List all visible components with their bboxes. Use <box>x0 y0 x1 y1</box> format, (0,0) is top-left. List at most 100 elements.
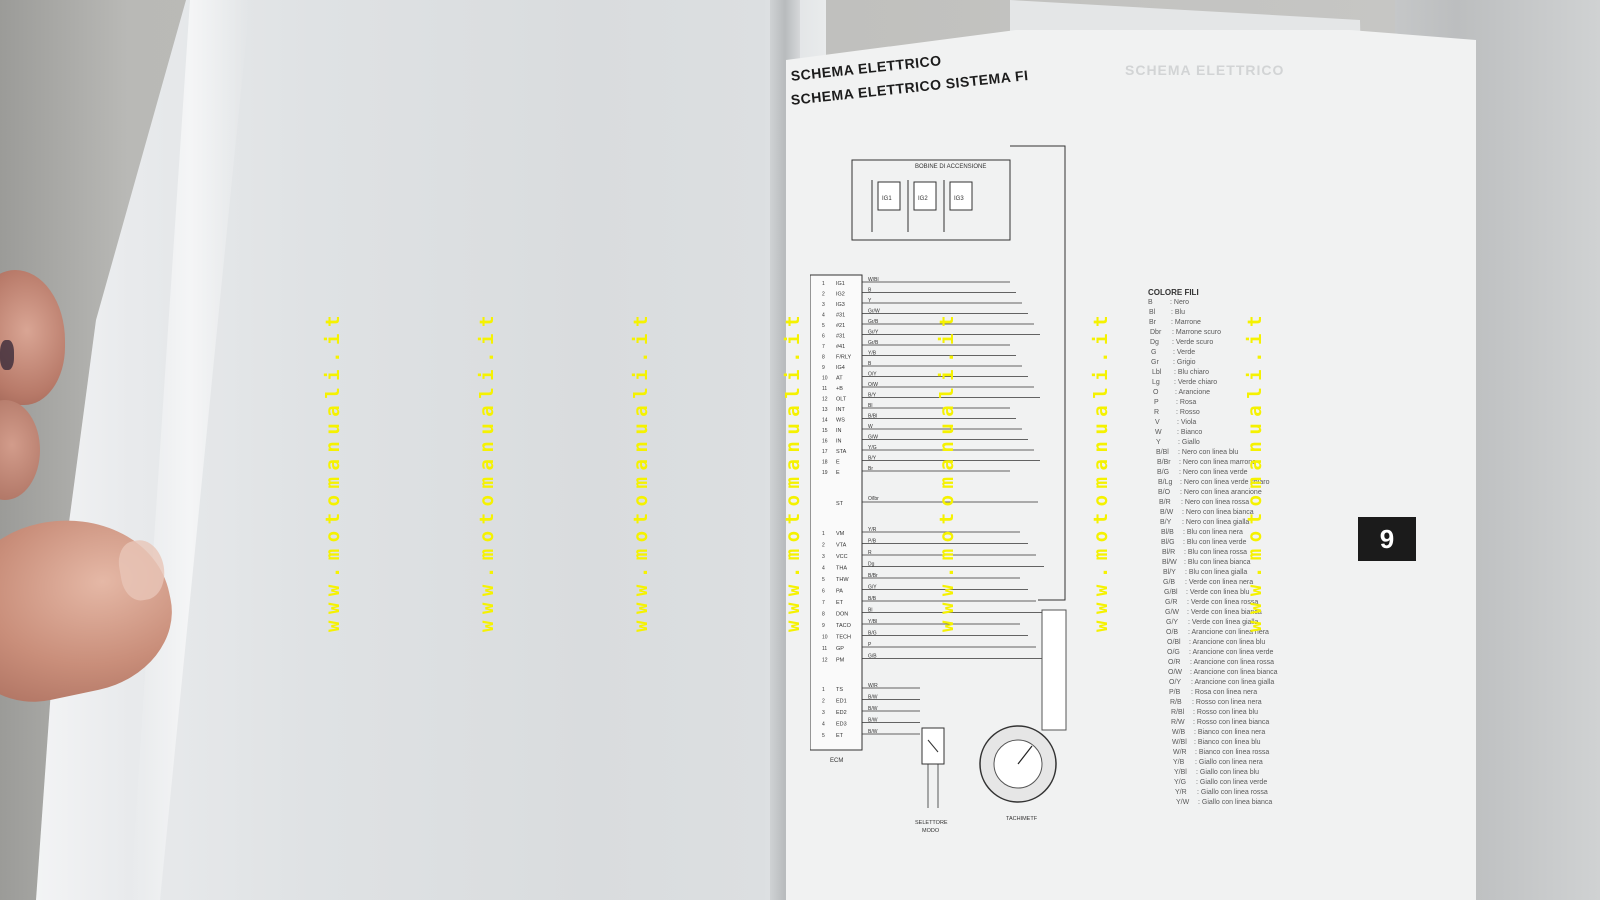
pin-number: 10 <box>822 376 828 382</box>
watermark-text: www.motomanuali.it <box>630 262 654 632</box>
wire-color-code: O/lbr <box>868 496 879 502</box>
legend-code: R/Bl <box>1171 709 1185 716</box>
pin-number: 1 <box>822 531 825 537</box>
wire-color-code: B/W <box>868 695 878 701</box>
legend-entry: B/Lg: Nero con linea verde chiaro <box>1158 478 1348 488</box>
legend-code: B/Y <box>1160 519 1172 526</box>
legend-code: O/W <box>1168 669 1182 676</box>
legend-code: B <box>1148 299 1153 306</box>
legend-entry: G/Y: Verde con linea gialla <box>1166 618 1348 628</box>
ecm-label: ECM <box>830 758 843 764</box>
legend-entry: Y/G: Giallo con linea verde <box>1174 778 1348 788</box>
tachometer-needle <box>1017 745 1033 765</box>
ecm-pin-label: #31 <box>836 334 845 340</box>
legend-entry: Y/R: Giallo con linea rossa <box>1175 788 1348 798</box>
ecm-pin-label: ET <box>836 600 844 606</box>
pin-number: 10 <box>822 635 828 641</box>
ecm-pin-label: STA <box>836 449 847 455</box>
selector-label: MODO <box>922 828 940 834</box>
wire-color-code: Gr/B <box>868 319 879 325</box>
wire-color-code: G/W <box>868 435 878 441</box>
legend-color-name: : Verde <box>1173 349 1196 356</box>
legend-color-name: : Rosso con linea bianca <box>1193 719 1270 726</box>
legend-color-name: : Bianco con linea rossa <box>1195 749 1270 756</box>
wire-color-code: Gr/B <box>868 340 879 346</box>
legend-color-name: : Arancione con linea verde <box>1189 649 1274 656</box>
wire-color-code: B/B <box>868 596 877 602</box>
legend-entry: G/B: Verde con linea nera <box>1163 578 1348 588</box>
legend-color-name: : Grigio <box>1173 359 1196 366</box>
legend-code: B/Lg <box>1158 479 1173 486</box>
watermark-text: www.motomanuali.it <box>1244 262 1268 632</box>
ecm-pin-label: THA <box>836 566 847 572</box>
wire-color-code: G/Y <box>868 585 877 591</box>
ecm-pin-label: IG1 <box>836 281 845 287</box>
legend-code: Y/W <box>1176 799 1190 806</box>
right-page <box>786 30 1476 900</box>
pin-number: 17 <box>822 449 828 455</box>
legend-color-name: : Giallo con linea nera <box>1195 759 1263 766</box>
legend-code: Lg <box>1152 379 1160 386</box>
ink-mark <box>0 340 14 370</box>
pin-number: 2 <box>822 292 825 298</box>
legend-color-name: : Blu con linea nera <box>1183 529 1243 536</box>
legend-entry: Y: Giallo <box>1156 438 1348 448</box>
legend-entry: W/R : Bianco con linea rossa <box>1173 748 1348 758</box>
wire-loop <box>1010 145 1066 601</box>
legend-code: Bl/B <box>1161 529 1174 536</box>
legend-code: B/Br <box>1157 459 1171 466</box>
legend-color-name: : Giallo <box>1178 439 1200 446</box>
legend-entry: Bl/W: Blu con linea bianca <box>1162 558 1348 568</box>
wire-color-code: Br <box>868 466 873 472</box>
legend-code: W <box>1155 429 1162 436</box>
legend-color-name: : Rosso <box>1176 409 1200 416</box>
legend-color-name: : Verde con linea nera <box>1185 579 1254 586</box>
ecm-pin-label: ED3 <box>836 722 847 728</box>
ecm-pin-label: ED1 <box>836 699 847 705</box>
wire-color-code: Y <box>868 298 872 304</box>
ecm-pin-label: +B <box>836 386 843 392</box>
wire-color-code: B/Bl <box>868 414 877 420</box>
legend-entry: O/Y: Arancione con linea gialla <box>1169 678 1348 688</box>
legend-entry: R/B: Rosso con linea nera <box>1170 698 1348 708</box>
chapter-tab: 9 <box>1358 517 1416 561</box>
legend-color-name: : Nero con linea arancione <box>1180 489 1262 496</box>
legend-entry: O/B: Arancione con linea nera <box>1166 628 1348 638</box>
pin-number: 15 <box>822 428 828 434</box>
watermark-text: www.motomanuali.it <box>476 262 500 632</box>
legend-color-name: : Arancione con linea rossa <box>1190 659 1275 666</box>
legend-code: W/R <box>1173 749 1187 756</box>
pin-number: 3 <box>822 554 825 560</box>
ecm-pin-label: OLT <box>836 397 847 403</box>
pin-number: 8 <box>822 612 825 618</box>
wire-color-code: O/Y <box>868 372 877 378</box>
pin-number: 4 <box>822 722 825 728</box>
pin-number: 8 <box>822 355 825 361</box>
legend-color-name: : Arancione con linea bianca <box>1190 669 1278 676</box>
ecm-pin-label: #31 <box>836 313 845 319</box>
legend-entry: Bl/Y: Blu con linea gialla <box>1163 568 1348 578</box>
pin-number: 4 <box>822 566 825 572</box>
ignition-coil <box>877 181 901 211</box>
legend-entry: R/W: Rosso con linea bianca <box>1171 718 1348 728</box>
legend-entry: W: Bianco <box>1155 428 1348 438</box>
legend-color-name: : Nero con linea gialla <box>1182 519 1250 526</box>
legend-entry: Dg: Verde scuro <box>1150 338 1348 348</box>
legend-code: O/G <box>1167 649 1180 656</box>
pin-number: 13 <box>822 407 828 413</box>
legend-entry: Bl/G : Blu con linea verde <box>1161 538 1348 548</box>
watermark-label: www.motomanuali.it <box>322 309 344 632</box>
wire-color-code: Y/B <box>868 351 877 357</box>
legend-entry: O/W : Arancione con linea bianca <box>1168 668 1348 678</box>
legend-code: G/R <box>1165 599 1178 606</box>
legend-color-name: : Nero con linea bianca <box>1182 509 1254 516</box>
pin-number: 14 <box>822 418 828 424</box>
legend-color-name: : Blu con linea verde <box>1183 539 1247 546</box>
legend-code: G/Y <box>1166 619 1179 626</box>
legend-color-name: : Verde con linea bianca <box>1187 609 1262 616</box>
ecm-pin-label: IG3 <box>836 302 845 308</box>
ecm-pin-label: VM <box>836 531 845 537</box>
pin-number: 12 <box>822 658 828 664</box>
watermark-text: www.motomanuali.it <box>782 262 806 632</box>
legend-code: Bl/G <box>1161 539 1175 546</box>
